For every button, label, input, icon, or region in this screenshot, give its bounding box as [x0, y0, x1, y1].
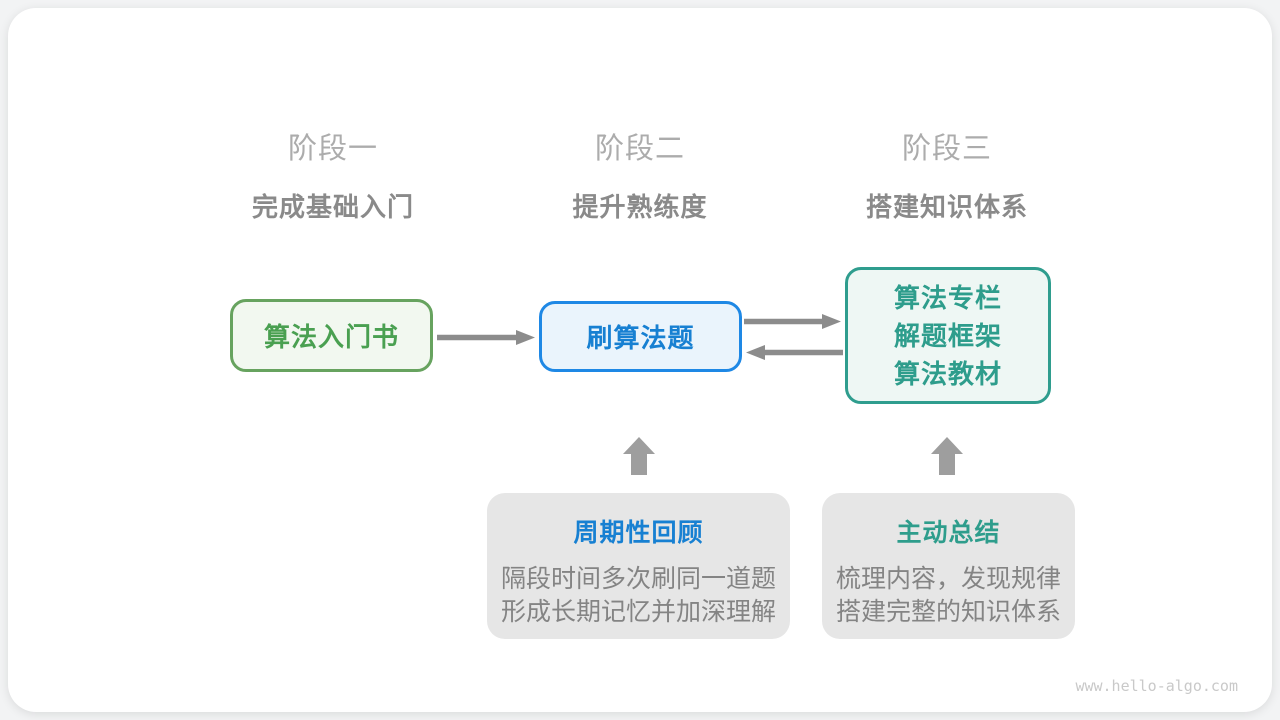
stage-2-header: 阶段二 提升熟练度	[480, 125, 800, 224]
intro-book-label: 算法入门书	[263, 322, 399, 352]
stage-3-header: 阶段三 搭建知识体系	[787, 125, 1107, 224]
active-summary-desc-line-2: 搭建完整的知识体系	[835, 598, 1061, 626]
intro-book-node: 算法入门书	[230, 299, 433, 372]
arrow-up-icon	[931, 437, 963, 475]
active-summary-title: 主动总结	[896, 519, 1001, 547]
arrow-left-icon	[746, 345, 843, 360]
resources-line-2: 解题框架	[893, 320, 1002, 351]
stage-2-subtitle: 提升熟练度	[572, 192, 708, 222]
stage-1-subtitle: 完成基础入门	[251, 192, 414, 222]
watermark-url: www.hello-algo.com	[1075, 677, 1238, 695]
resources-node: 算法专栏 解题框架 算法教材	[845, 267, 1051, 404]
stage-3-label: 阶段三	[901, 133, 992, 165]
active-summary-note: 主动总结 梳理内容，发现规律 搭建完整的知识体系	[822, 493, 1075, 639]
practice-problems-label: 刷算法题	[586, 323, 695, 353]
arrow-right-icon	[744, 314, 841, 329]
active-summary-desc: 梳理内容，发现规律 搭建完整的知识体系	[822, 563, 1075, 629]
practice-problems-node: 刷算法题	[539, 301, 742, 372]
stage-1-label: 阶段一	[287, 133, 378, 165]
arrow-up-icon	[623, 437, 655, 475]
stage-1-header: 阶段一 完成基础入门	[173, 125, 493, 224]
active-summary-desc-line-1: 梳理内容，发现规律	[835, 565, 1061, 593]
periodic-review-note: 周期性回顾 隔段时间多次刷同一道题 形成长期记忆并加深理解	[487, 493, 790, 639]
resources-line-3: 算法教材	[893, 358, 1002, 389]
stage-3-subtitle: 搭建知识体系	[865, 192, 1028, 222]
periodic-review-title: 周期性回顾	[573, 519, 704, 547]
arrow-right-icon	[437, 330, 535, 345]
periodic-review-desc-line-1: 隔段时间多次刷同一道题	[500, 565, 776, 593]
periodic-review-desc: 隔段时间多次刷同一道题 形成长期记忆并加深理解	[487, 563, 790, 629]
periodic-review-desc-line-2: 形成长期记忆并加深理解	[500, 598, 776, 626]
stage-2-label: 阶段二	[594, 133, 685, 165]
resources-line-1: 算法专栏	[893, 282, 1002, 313]
